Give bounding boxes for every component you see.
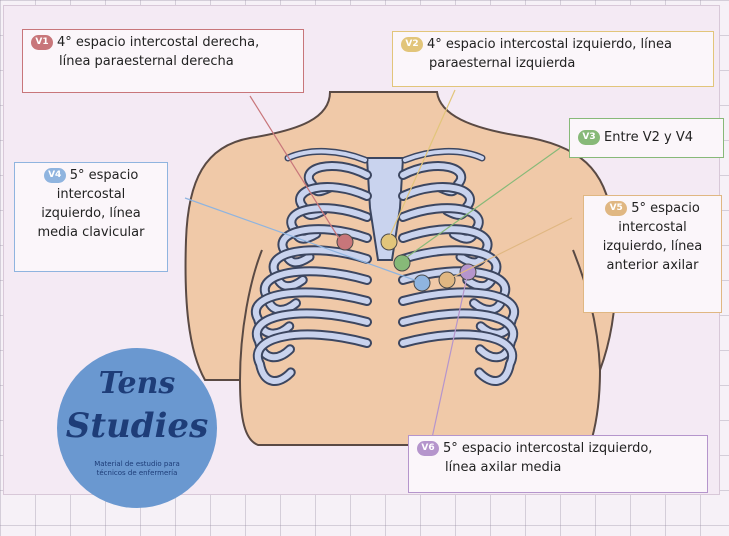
label-v4-line2: intercostal	[57, 187, 126, 202]
label-v4-line1: 5° espacio	[70, 168, 139, 183]
badge-v2: V2	[401, 37, 423, 52]
electrode-v1	[337, 234, 353, 250]
badge-v5: V5	[605, 201, 627, 216]
label-v6-line1: 5° espacio intercostal izquierdo,	[443, 441, 652, 456]
logo-tagline: Material de estudio para técnicos de enf…	[77, 460, 197, 478]
badge-v6: V6	[417, 441, 439, 456]
badge-v3: V3	[578, 130, 600, 145]
label-v6-line2: línea axilar media	[417, 460, 561, 475]
badge-v4: V4	[44, 168, 66, 183]
label-v5-line2: intercostal	[618, 220, 687, 235]
label-v4-line3: izquierdo, línea	[41, 206, 141, 221]
label-v2-line2: paraesternal izquierda	[401, 56, 575, 71]
label-v5-line1: 5° espacio	[631, 201, 700, 216]
logo-line2: Studies	[57, 406, 217, 446]
label-v1: V1 4° espacio intercostal derecha, línea …	[22, 29, 304, 93]
logo-tagline-line2: técnicos de enfermería	[97, 469, 178, 477]
label-v4: V4 5° espacio intercostal izquierdo, líne…	[14, 162, 168, 272]
badge-v1: V1	[31, 35, 53, 50]
label-v6: V6 5° espacio intercostal izquierdo, líne…	[408, 435, 708, 493]
label-v3: V3 Entre V2 y V4	[569, 118, 724, 158]
logo-tagline-line1: Material de estudio para	[94, 460, 180, 468]
tens-studies-logo: Tens Studies Material de estudio para té…	[57, 348, 217, 508]
label-v5: V5 5° espacio intercostal izquierdo, líne…	[583, 195, 722, 313]
label-v5-line3: izquierdo, línea	[603, 239, 703, 254]
label-v1-line1: 4° espacio intercostal derecha,	[57, 35, 259, 50]
label-v1-line2: línea paraesternal derecha	[31, 54, 234, 69]
label-v2: V2 4° espacio intercostal izquierdo, líne…	[392, 31, 714, 87]
logo-line1: Tens	[57, 366, 217, 401]
label-v4-line4: media clavicular	[38, 225, 145, 240]
electrode-v3	[394, 255, 410, 271]
label-v3-line1: Entre V2 y V4	[604, 130, 693, 145]
label-v5-line4: anterior axilar	[607, 258, 699, 273]
label-v2-line1: 4° espacio intercostal izquierdo, línea	[427, 37, 672, 52]
electrode-v4	[414, 275, 430, 291]
